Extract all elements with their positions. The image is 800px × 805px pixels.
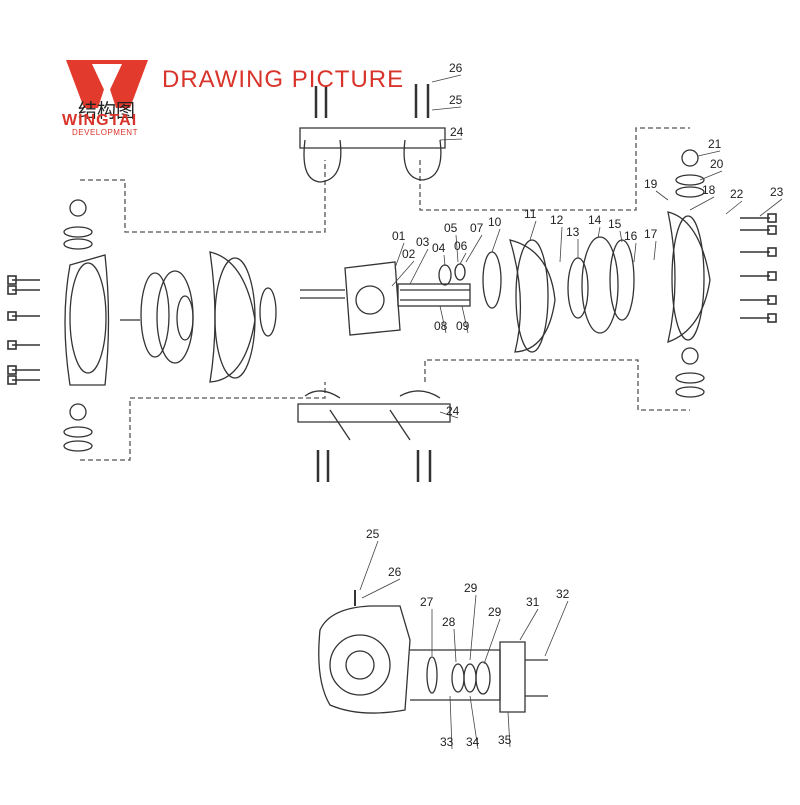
right-diaphragm-stack — [482, 236, 635, 353]
callout-number: 12 — [550, 213, 564, 227]
brand-name: WINGTAI — [62, 112, 138, 129]
right-bolts — [740, 213, 777, 323]
right-outer-chamber — [667, 149, 711, 398]
callout-leader-line — [439, 411, 459, 419]
callout-leader-line — [465, 234, 483, 263]
callout-number: 04 — [432, 241, 446, 255]
top-manifold — [299, 84, 446, 183]
left-bolts — [7, 275, 40, 385]
callout-number: 29 — [488, 605, 502, 619]
callout-number: 17 — [644, 227, 658, 241]
callout-number: 07 — [470, 221, 484, 235]
brand-subtitle: DEVELOPMENT — [72, 128, 138, 137]
callout-leader-line — [431, 74, 462, 83]
callout-leader-line — [619, 230, 623, 243]
callout-leader-line — [519, 608, 539, 641]
callout-leader-line — [453, 628, 457, 663]
callout-number: 29 — [464, 581, 478, 595]
callout-number: 24 — [446, 404, 460, 418]
callout-number: 22 — [730, 187, 744, 201]
callout-leader-line — [394, 242, 405, 269]
callout-number: 21 — [708, 137, 722, 151]
callout-number: 05 — [444, 221, 458, 235]
callout-number: 23 — [770, 185, 784, 199]
callout-leader-line — [361, 578, 401, 599]
callout-leader-line — [491, 228, 501, 253]
air-valve-assembly — [318, 590, 548, 714]
callout-number: 13 — [566, 225, 580, 239]
connection-dashed-lines — [80, 127, 690, 461]
callout-leader-line — [409, 248, 429, 285]
callout-number: 32 — [556, 587, 570, 601]
callout-number: 35 — [498, 733, 512, 747]
callout-number: 09 — [456, 319, 470, 333]
callout-number: 03 — [416, 235, 430, 249]
callout-leader-line — [507, 711, 511, 748]
left-diaphragm-stack — [120, 251, 277, 383]
drawing-heading-cn: 结构图 — [78, 100, 136, 122]
callout-number: 27 — [420, 595, 434, 609]
callout-leader-line — [439, 305, 447, 334]
callout-leader-line — [461, 305, 469, 334]
callout-number: 19 — [644, 177, 658, 191]
callout-leader-line — [655, 190, 669, 201]
bottom-manifold — [297, 390, 451, 482]
callout-leader-line — [559, 226, 563, 263]
callout-leader-line — [431, 106, 462, 111]
callout-leader-line — [455, 234, 459, 263]
callout-leader-line — [439, 138, 463, 141]
callout-leader-line — [689, 196, 715, 211]
callout-number: 15 — [608, 217, 622, 231]
callout-leader-line — [449, 695, 453, 750]
callout-number: 18 — [702, 183, 716, 197]
callout-number: 31 — [526, 595, 540, 609]
callout-number: 08 — [434, 319, 448, 333]
wingtai-w-logo-icon — [66, 60, 148, 108]
callout-number: 28 — [442, 615, 456, 629]
callout-leader-line — [697, 150, 721, 157]
callout-number: 02 — [402, 247, 416, 261]
drawing-heading: DRAWING PICTURE — [162, 66, 405, 93]
left-outer-chamber — [63, 199, 110, 452]
callout-number: 34 — [466, 735, 480, 749]
callout-leader-line — [469, 594, 477, 661]
callout-leader-line — [459, 252, 467, 265]
callout-leader-line — [391, 260, 415, 287]
callout-number: 11 — [524, 207, 537, 221]
callout-leader-line — [597, 226, 601, 239]
callout-number: 20 — [710, 157, 724, 171]
callout-number: 14 — [588, 213, 602, 227]
callout-number: 01 — [392, 229, 406, 243]
callout-leader-line — [529, 220, 537, 241]
callout-number: 26 — [449, 61, 463, 75]
callout-number: 25 — [366, 527, 380, 541]
callout-number: 33 — [440, 735, 454, 749]
callout-number: 24 — [450, 125, 464, 139]
callout-leader-line — [633, 242, 637, 263]
callout-number: 16 — [624, 229, 638, 243]
center-section — [300, 261, 471, 336]
callout-leader-line — [725, 200, 743, 215]
callout-leader-line — [544, 600, 569, 657]
callout-number: 06 — [454, 239, 468, 253]
callout-number: 25 — [449, 93, 463, 107]
callout-leader-line — [699, 170, 723, 181]
callout-leader-line — [359, 540, 379, 591]
callout-leader-line — [759, 198, 783, 217]
callout-number: 26 — [388, 565, 402, 579]
callout-leader-line — [483, 618, 501, 665]
callout-leader-line — [653, 240, 657, 261]
callout-leader-line — [443, 254, 446, 267]
callout-number: 10 — [488, 215, 502, 229]
callout-leader-line — [469, 695, 479, 750]
